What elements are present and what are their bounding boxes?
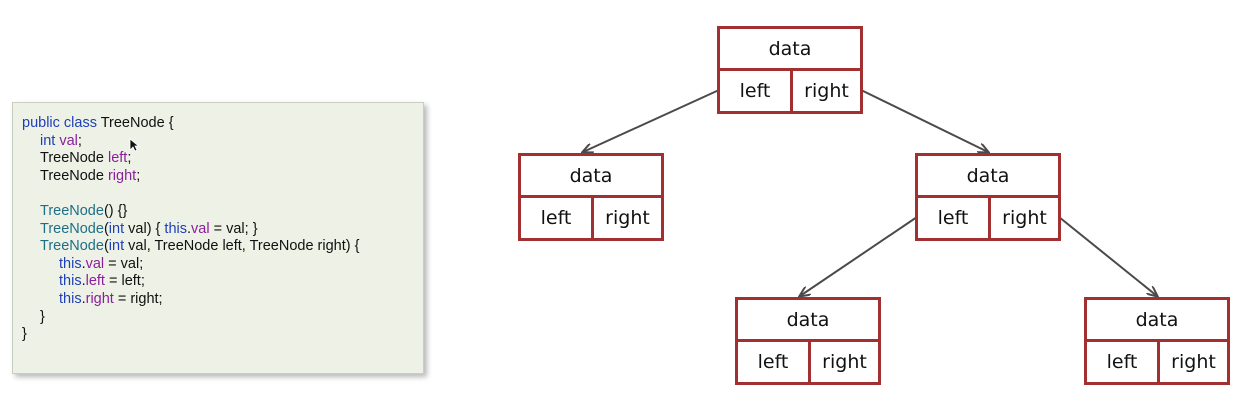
code-token: () {} <box>103 202 128 219</box>
tree-node-right-child: data left right <box>915 153 1061 241</box>
tree-node-right-left-grandchild: data left right <box>735 297 881 385</box>
code-token: } <box>22 326 27 343</box>
node-data-cell: data <box>1087 300 1227 342</box>
code-token: . <box>81 255 86 272</box>
edge-r-to-rr <box>1058 216 1157 296</box>
code-token: val <box>59 132 78 149</box>
node-right-cell: right <box>822 351 867 373</box>
code-panel: public class TreeNode {int val;TreeNode … <box>12 102 424 374</box>
node-left-cell: left <box>521 198 594 238</box>
node-data-cell: data <box>918 156 1058 198</box>
code-line: this.val = val; <box>22 256 423 274</box>
code-token: val) { <box>124 220 165 237</box>
code-line: TreeNode(int val) { this.val = val; } <box>22 221 423 239</box>
code-token: left <box>107 150 128 167</box>
code-line: this.left = left; <box>22 273 423 291</box>
edge-root-to-r <box>860 89 988 152</box>
tree-node-left-child: data left right <box>518 153 664 241</box>
code-token: = left; <box>104 273 145 290</box>
node-left-cell: left <box>1087 342 1160 382</box>
code-token: TreeNode <box>40 202 104 219</box>
code-token: TreeNode { <box>100 115 174 131</box>
code-token: = val; <box>104 255 144 272</box>
code-token: = val; } <box>209 220 258 237</box>
code-token: ; <box>136 167 141 184</box>
code-token: int <box>40 132 60 149</box>
code-token: = right; <box>113 290 163 307</box>
edge-r-to-rl <box>800 216 918 296</box>
code-line: TreeNode left; <box>22 150 423 168</box>
node-right-cell: right <box>1171 351 1216 373</box>
tree-node-root: data left right <box>717 26 863 114</box>
code-token: ; <box>127 150 132 167</box>
node-data-cell: data <box>738 300 878 342</box>
code-token: . <box>81 290 86 307</box>
code-token: ( <box>103 220 109 237</box>
tree-node-right-right-grandchild: data left right <box>1084 297 1230 385</box>
node-left-cell: left <box>720 71 793 111</box>
code-token: TreeNode <box>40 220 104 237</box>
node-data-cell: data <box>720 29 860 71</box>
node-right-cell: right <box>1002 207 1047 229</box>
code-line: } <box>22 326 423 344</box>
code-token: . <box>187 220 192 237</box>
code-line: TreeNode right; <box>22 168 423 186</box>
code-token: ( <box>103 238 109 255</box>
code-token: right <box>85 290 114 307</box>
node-left-cell: left <box>918 198 991 238</box>
code-token: int <box>108 238 125 255</box>
code-token: this <box>59 290 82 307</box>
node-right-cell: right <box>804 80 849 102</box>
mouse-cursor-icon <box>129 138 139 152</box>
code-line: int val; <box>22 133 423 151</box>
code-token: this <box>164 220 187 237</box>
code-token: TreeNode <box>40 167 108 184</box>
code-token: this <box>59 255 82 272</box>
code-token: TreeNode <box>40 238 104 255</box>
code-line: public class TreeNode { <box>22 115 423 133</box>
code-token: ; <box>77 132 82 149</box>
code-token: } <box>40 308 45 325</box>
code-line: TreeNode() {} <box>22 203 423 221</box>
code-token: TreeNode <box>40 150 108 167</box>
code-token: val <box>191 220 210 237</box>
node-right-cell: right <box>605 207 650 229</box>
code-token: int <box>108 220 125 237</box>
code-token: right <box>107 167 137 184</box>
code-token: val, TreeNode left, TreeNode right) { <box>124 238 360 255</box>
code-token: this <box>59 273 82 290</box>
code-token: public class <box>22 115 101 131</box>
edge-root-to-l <box>583 89 720 152</box>
node-data-cell: data <box>521 156 661 198</box>
code-line: } <box>22 309 423 327</box>
code-line: TreeNode(int val, TreeNode left, TreeNod… <box>22 238 423 256</box>
code-token: . <box>81 273 86 290</box>
node-left-cell: left <box>738 342 811 382</box>
code-line: this.right = right; <box>22 291 423 309</box>
code-token: left <box>85 273 105 290</box>
code-token: val <box>85 255 105 272</box>
